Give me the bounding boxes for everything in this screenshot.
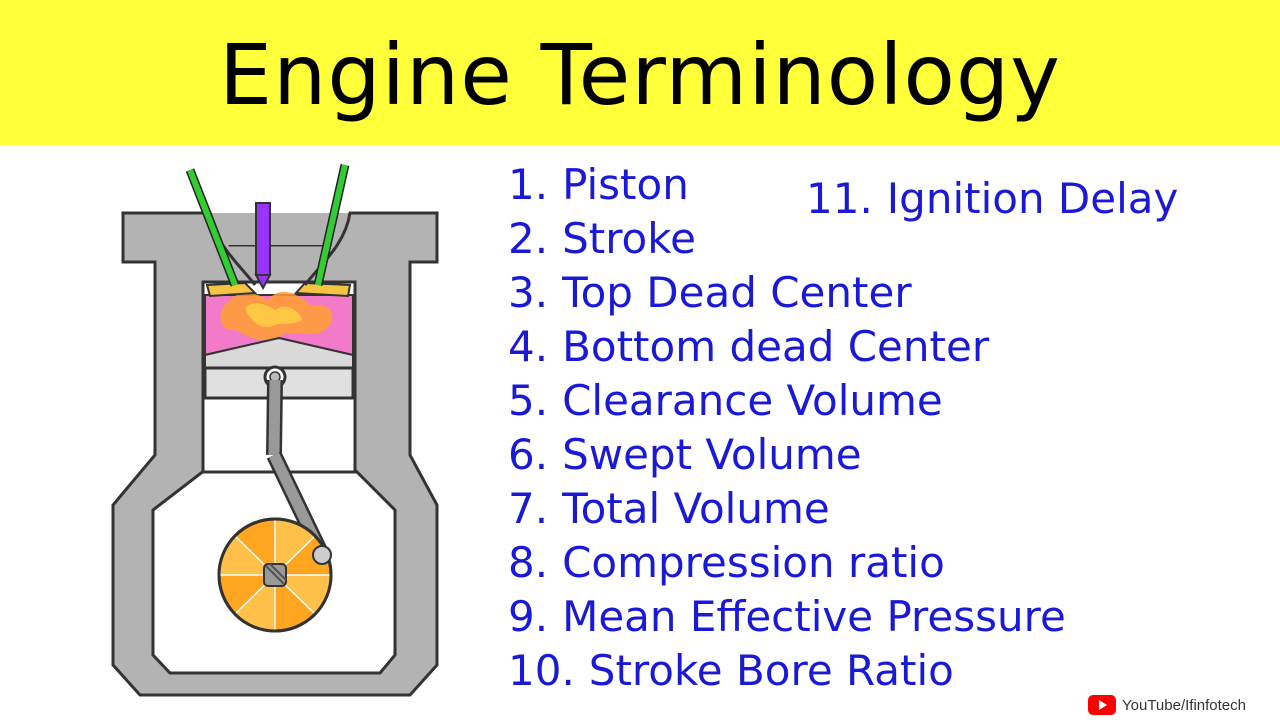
term-label: Bottom dead Center (562, 322, 990, 371)
flame-core (245, 303, 302, 328)
term-item-7: 7. Total Volume (508, 484, 830, 534)
term-item-11: 11. Ignition Delay (806, 174, 1178, 224)
intake-valve-stem-color (187, 168, 238, 287)
youtube-watermark: YouTube/Ifinfotech (1088, 694, 1246, 716)
connecting-rod (268, 379, 281, 456)
page-title: Engine Terminology (219, 25, 1061, 124)
term-number: 7. (508, 484, 549, 533)
engine-cylinder-diagram (111, 164, 439, 697)
term-item-2: 2. Stroke (508, 214, 696, 264)
term-item-1: 1. Piston (508, 160, 689, 210)
term-item-3: 3. Top Dead Center (508, 268, 912, 318)
term-number: 3. (508, 268, 549, 317)
title-banner: Engine Terminology (0, 0, 1280, 145)
term-number: 10. (508, 646, 575, 695)
term-item-5: 5. Clearance Volume (508, 376, 943, 426)
piston-crown (204, 336, 354, 369)
term-label: Clearance Volume (562, 376, 943, 425)
term-label: Stroke Bore Ratio (588, 646, 954, 695)
exhaust-valve-stem-color (315, 164, 348, 286)
term-label: Stroke (562, 214, 696, 263)
term-label: Total Volume (562, 484, 830, 533)
term-number: 5. (508, 376, 549, 425)
term-item-10: 10. Stroke Bore Ratio (508, 646, 954, 696)
spark-plug-tip (254, 274, 272, 291)
term-number: 6. (508, 430, 549, 479)
term-number: 1. (508, 160, 549, 209)
term-label: Mean Effective Pressure (562, 592, 1066, 641)
term-label: Top Dead Center (562, 268, 912, 317)
term-label: Compression ratio (562, 538, 945, 587)
term-number: 2. (508, 214, 549, 263)
youtube-icon (1088, 695, 1116, 715)
term-item-6: 6. Swept Volume (508, 430, 862, 480)
exhaust-port (303, 212, 352, 286)
term-item-8: 8. Compression ratio (508, 538, 945, 588)
term-number: 9. (508, 592, 549, 641)
crank-pin (312, 545, 332, 565)
term-item-4: 4. Bottom dead Center (508, 322, 989, 372)
spark-plug (255, 202, 271, 276)
term-number: 8. (508, 538, 549, 587)
term-label: Swept Volume (562, 430, 862, 479)
term-number: 11. (806, 174, 873, 223)
watermark-text: YouTube/Ifinfotech (1122, 696, 1246, 714)
term-number: 4. (508, 322, 549, 371)
term-item-9: 9. Mean Effective Pressure (508, 592, 1066, 642)
term-label: Ignition Delay (886, 174, 1179, 223)
term-label: Piston (562, 160, 689, 209)
exhaust-valve-head (293, 281, 352, 298)
